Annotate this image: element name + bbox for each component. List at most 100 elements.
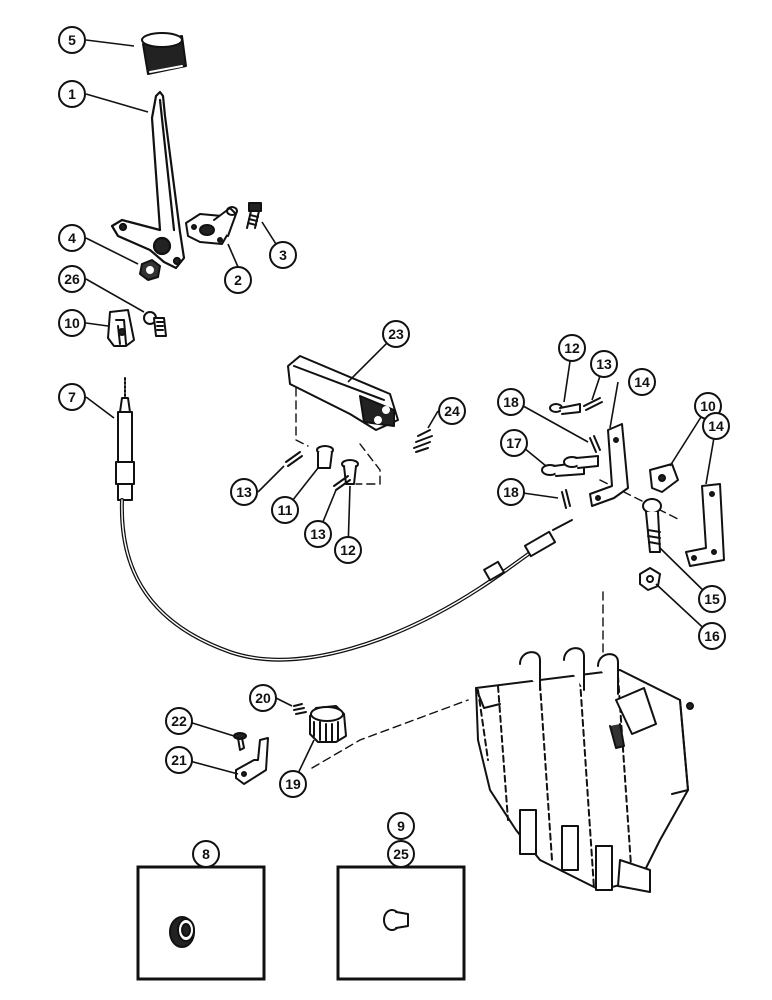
callout-label: 15 bbox=[704, 591, 720, 607]
callout-label: 16 bbox=[704, 628, 720, 644]
callout-label: 4 bbox=[68, 230, 76, 246]
callout-15: 15 bbox=[698, 585, 726, 613]
callout-circle bbox=[165, 707, 193, 735]
callout-11: 11 bbox=[271, 496, 299, 524]
callout-10: 10 bbox=[694, 392, 722, 420]
callout-circle bbox=[224, 266, 252, 294]
callout-circle bbox=[497, 388, 525, 416]
part-bolt-3 bbox=[246, 202, 262, 229]
callout-label: 23 bbox=[388, 326, 404, 342]
callout-4: 4 bbox=[58, 224, 86, 252]
callout-7: 7 bbox=[58, 383, 86, 411]
callout-circle bbox=[58, 80, 86, 108]
callout-label: 12 bbox=[340, 542, 356, 558]
part-spring-24 bbox=[413, 429, 433, 453]
callout-circle bbox=[590, 350, 618, 378]
callout-23: 23 bbox=[382, 320, 410, 348]
callout-13: 13 bbox=[590, 350, 618, 378]
callout-label: 18 bbox=[503, 394, 519, 410]
callout-label: 25 bbox=[393, 846, 409, 862]
inset-box-8 bbox=[136, 865, 266, 981]
callout-label: 17 bbox=[506, 435, 522, 451]
part-clevis-left bbox=[107, 309, 135, 347]
callout-circle bbox=[58, 26, 86, 54]
callout-circle bbox=[58, 265, 86, 293]
callout-14: 14 bbox=[628, 368, 656, 396]
part-spool-block bbox=[287, 355, 399, 431]
callout-25: 25 bbox=[387, 840, 415, 868]
callout-12: 12 bbox=[558, 334, 586, 362]
part-cotter-13c bbox=[583, 397, 603, 411]
callout-label: 19 bbox=[285, 776, 301, 792]
part-cotter-13b bbox=[333, 475, 351, 491]
callout-circle bbox=[698, 585, 726, 613]
callout-17: 17 bbox=[500, 429, 528, 457]
callout-circle bbox=[334, 536, 362, 564]
callout-circle bbox=[438, 397, 466, 425]
callout-label: 22 bbox=[171, 713, 187, 729]
callout-circle bbox=[269, 241, 297, 269]
callout-label: 9 bbox=[397, 818, 405, 834]
part-bracket-21 bbox=[235, 737, 269, 785]
callout-5: 5 bbox=[58, 26, 86, 54]
part-plug-9-25 bbox=[383, 909, 409, 931]
part-pin-12b bbox=[549, 403, 581, 415]
assembly-dashed-lines bbox=[295, 387, 681, 769]
part-knob bbox=[141, 32, 187, 75]
callout-label: 14 bbox=[634, 374, 650, 390]
part-lever bbox=[110, 90, 186, 270]
callout-circle bbox=[500, 429, 528, 457]
callout-12: 12 bbox=[334, 536, 362, 564]
callout-label: 20 bbox=[255, 690, 271, 706]
callout-circle bbox=[192, 840, 220, 868]
callout-9: 9 bbox=[387, 812, 415, 840]
callout-label: 1 bbox=[68, 86, 76, 102]
callout-circle bbox=[387, 812, 415, 840]
callout-circle bbox=[58, 309, 86, 337]
callout-10: 10 bbox=[58, 309, 86, 337]
part-cotter-13a bbox=[285, 451, 303, 467]
callout-circle bbox=[382, 320, 410, 348]
callout-18: 18 bbox=[497, 478, 525, 506]
callout-label: 2 bbox=[234, 272, 242, 288]
callout-16: 16 bbox=[698, 622, 726, 650]
callout-8: 8 bbox=[192, 840, 220, 868]
callout-circle bbox=[230, 478, 258, 506]
callout-21: 21 bbox=[165, 746, 193, 774]
part-screw-22 bbox=[233, 732, 247, 751]
part-clip-18a bbox=[589, 435, 601, 453]
callout-circle bbox=[165, 746, 193, 774]
callout-24: 24 bbox=[438, 397, 466, 425]
callout-circle bbox=[271, 496, 299, 524]
callout-circle bbox=[698, 622, 726, 650]
callout-circle bbox=[279, 770, 307, 798]
part-control-valve bbox=[475, 647, 694, 893]
part-knurled-knob-19 bbox=[309, 705, 347, 743]
part-eyebolt-15 bbox=[642, 498, 662, 553]
callout-label: 7 bbox=[68, 389, 76, 405]
callout-circle bbox=[249, 684, 277, 712]
callout-circle bbox=[702, 412, 730, 440]
callout-18: 18 bbox=[497, 388, 525, 416]
part-clevis-right bbox=[649, 463, 679, 493]
callout-label: 21 bbox=[171, 752, 187, 768]
callout-label: 11 bbox=[278, 502, 293, 518]
callout-label: 10 bbox=[700, 398, 716, 414]
callout-label: 26 bbox=[64, 271, 80, 287]
callout-circle bbox=[58, 224, 86, 252]
callout-1: 1 bbox=[58, 80, 86, 108]
callout-label: 10 bbox=[64, 315, 80, 331]
callout-label: 14 bbox=[708, 418, 724, 434]
callout-13: 13 bbox=[230, 478, 258, 506]
part-pivot-bracket bbox=[185, 206, 238, 245]
callout-label: 3 bbox=[279, 247, 287, 263]
part-setscrew-20 bbox=[293, 703, 307, 715]
part-cable bbox=[115, 377, 573, 662]
callout-circle bbox=[387, 840, 415, 868]
callout-circle bbox=[497, 478, 525, 506]
part-clip-18b bbox=[561, 489, 571, 509]
callout-20: 20 bbox=[249, 684, 277, 712]
callout-26: 26 bbox=[58, 265, 86, 293]
callout-2: 2 bbox=[224, 266, 252, 294]
